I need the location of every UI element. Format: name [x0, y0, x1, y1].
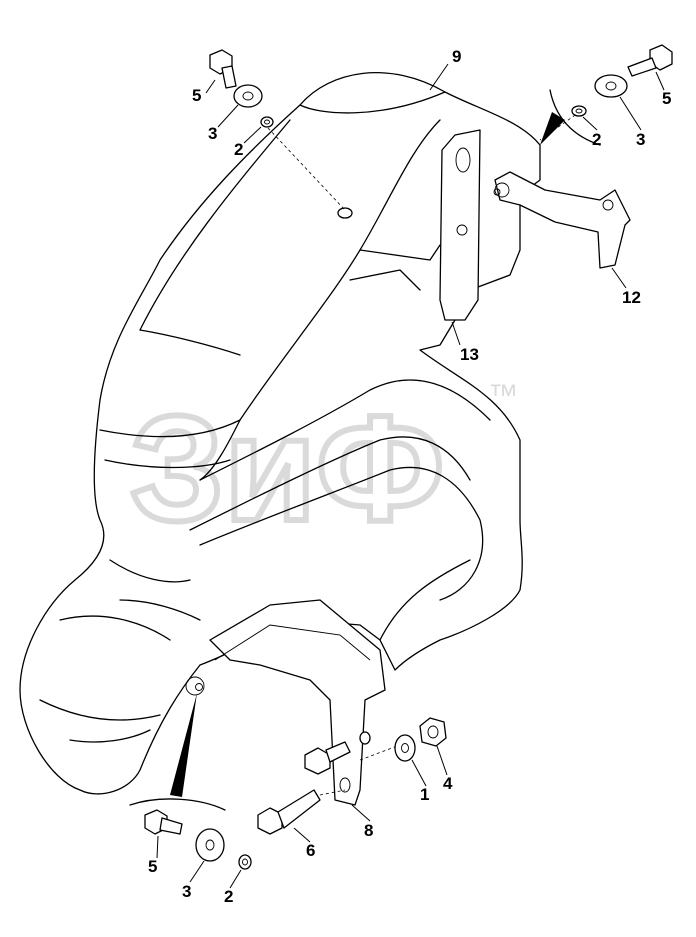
lock-washer-top-left [260, 116, 274, 128]
hardware-top-left [209, 49, 274, 128]
hex-nut-part-4 [419, 717, 447, 747]
upper-mount-bracket [439, 129, 481, 321]
lock-washer-bottom-left [238, 854, 252, 870]
flat-washer-top-right [594, 74, 628, 98]
lock-washer-top-right [571, 105, 587, 117]
callout-bottom-left-bolt: 5 [148, 857, 157, 876]
callout-bottom-left-lockwasher: 2 [224, 887, 233, 906]
mount-hole [337, 207, 353, 219]
callout-6: 6 [306, 841, 315, 860]
watermark-trademark: ™ [488, 379, 518, 412]
callout-top-left-bolt: 5 [192, 86, 201, 105]
bracket-stud [359, 731, 371, 745]
long-bolt [257, 789, 321, 835]
flat-washer-top-left [233, 84, 263, 108]
callout-1: 1 [420, 785, 429, 804]
callout-4: 4 [443, 774, 453, 793]
callout-top-left-washer: 3 [208, 124, 217, 143]
arrow-top-right [540, 112, 565, 145]
hardware-top-right [571, 44, 673, 117]
flat-washer-bottom-left [195, 828, 225, 862]
upper-arm-bracket [493, 171, 631, 269]
lower-mount-bracket [185, 599, 386, 806]
callout-bottom-left-washer: 3 [182, 882, 191, 901]
callout-top-right-washer: 3 [636, 130, 645, 149]
callout-9: 9 [452, 47, 461, 66]
callout-top-right-bolt: 5 [662, 89, 671, 108]
assembly-lines [267, 107, 586, 796]
callout-leaders [156, 63, 665, 889]
callout-top-left-lockwasher: 2 [234, 140, 243, 159]
hardware-bottom-left [144, 809, 252, 870]
callout-13: 13 [460, 345, 479, 364]
short-bolt [304, 741, 351, 775]
flat-washer-part-1 [394, 734, 416, 762]
callout-8: 8 [364, 821, 373, 840]
callout-12: 12 [622, 288, 641, 307]
callout-labels: 9 13 12 1 4 6 8 5 3 2 5 3 2 5 3 2 [148, 47, 671, 906]
arrow-bottom-left [170, 693, 197, 797]
callout-top-right-lockwasher: 2 [592, 130, 601, 149]
